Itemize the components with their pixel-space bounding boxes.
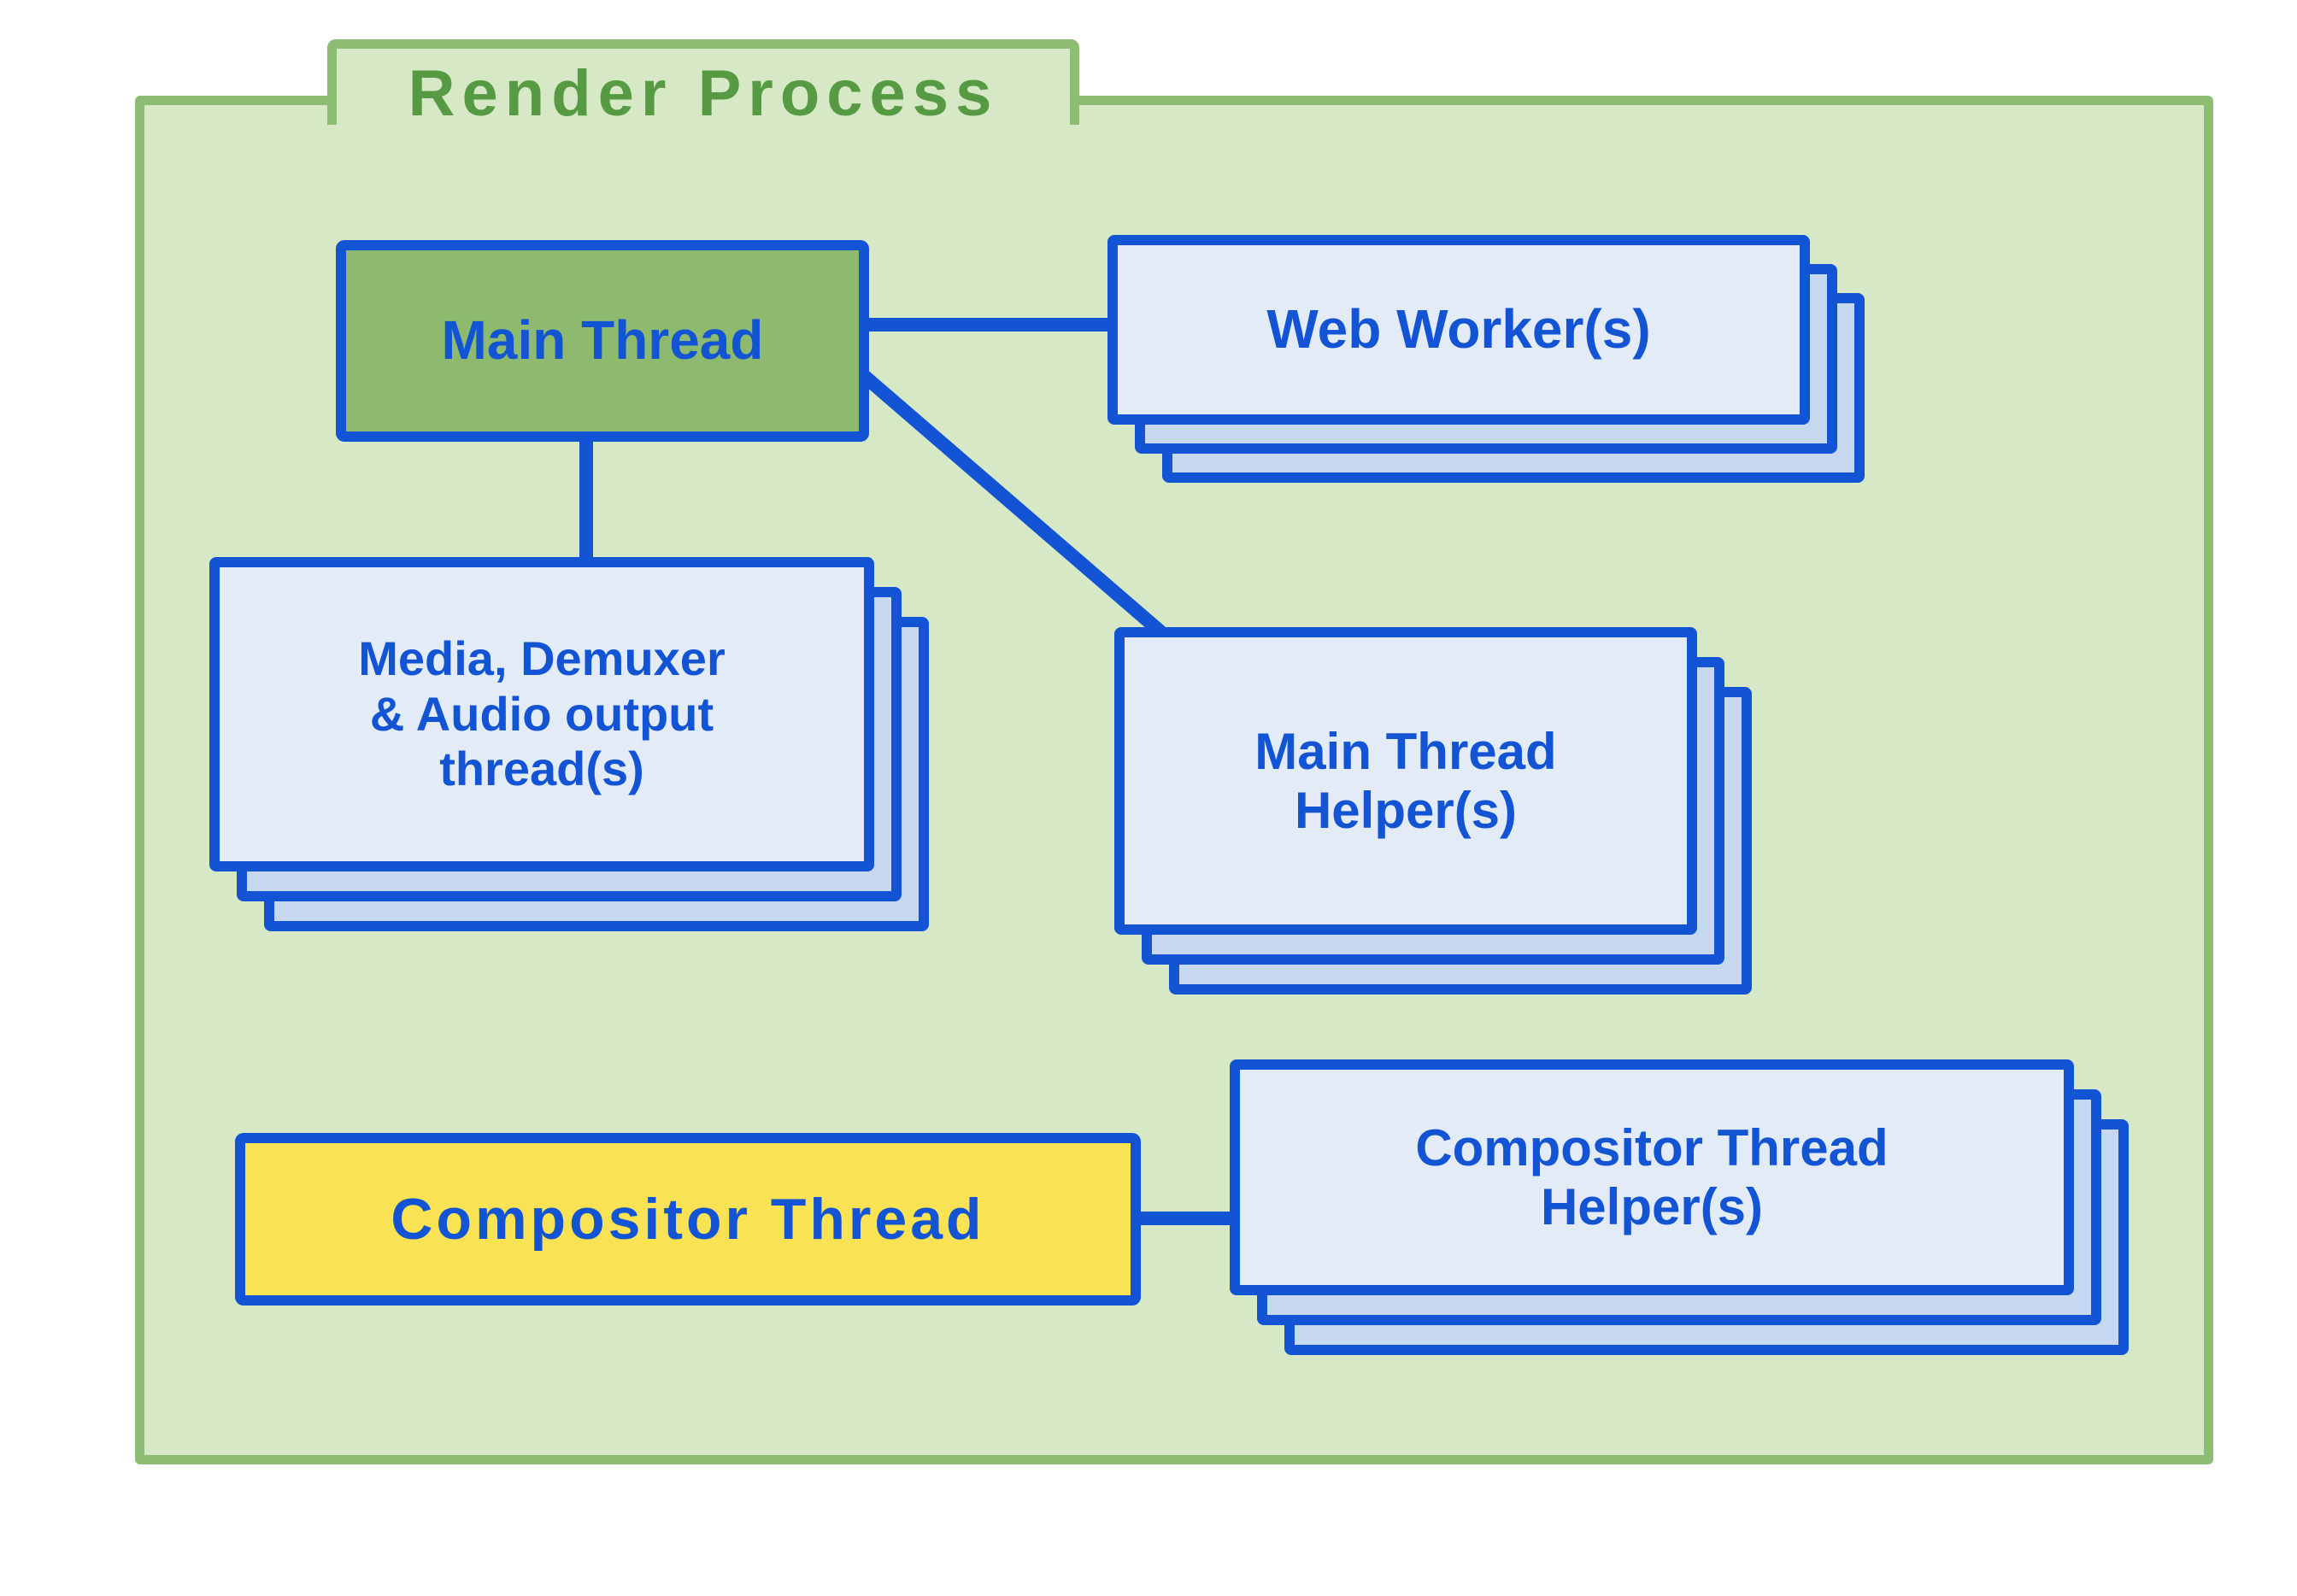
edge-main-thread-web-workers xyxy=(859,318,1119,332)
node-main-thread: Main Thread xyxy=(336,240,869,442)
stack-card-front: Web Worker(s) xyxy=(1107,235,1810,425)
node-web-workers-label: Web Worker(s) xyxy=(1266,298,1651,361)
stack-card-front: Compositor Thread Helper(s) xyxy=(1230,1059,2074,1295)
node-media-threads-label: Media, Demuxer & Audio output thread(s) xyxy=(358,631,726,796)
node-compositor-thread-label: Compositor Thread xyxy=(391,1186,985,1252)
stack-card-front: Media, Demuxer & Audio output thread(s) xyxy=(209,557,874,871)
edge-main-thread-media-threads xyxy=(579,431,593,572)
folder-tab xyxy=(327,39,1079,125)
edge-compositor-thread-compositor-thread-helpers xyxy=(1132,1212,1243,1225)
node-compositor-thread-helpers: Compositor Thread Helper(s) xyxy=(1230,1059,2153,1380)
stack-card-front: Main Thread Helper(s) xyxy=(1114,627,1697,935)
node-main-thread-label: Main Thread xyxy=(441,309,764,372)
node-compositor-thread-helpers-label: Compositor Thread Helper(s) xyxy=(1415,1119,1889,1235)
node-main-thread-helpers: Main Thread Helper(s) xyxy=(1114,627,1777,1016)
node-compositor-thread: Compositor Thread xyxy=(235,1133,1141,1306)
diagram-title: Render Process xyxy=(408,57,999,130)
node-web-workers: Web Worker(s) xyxy=(1107,235,1885,504)
node-main-thread-helpers-label: Main Thread Helper(s) xyxy=(1254,723,1557,839)
node-media-threads: Media, Demuxer & Audio output thread(s) xyxy=(209,557,953,954)
